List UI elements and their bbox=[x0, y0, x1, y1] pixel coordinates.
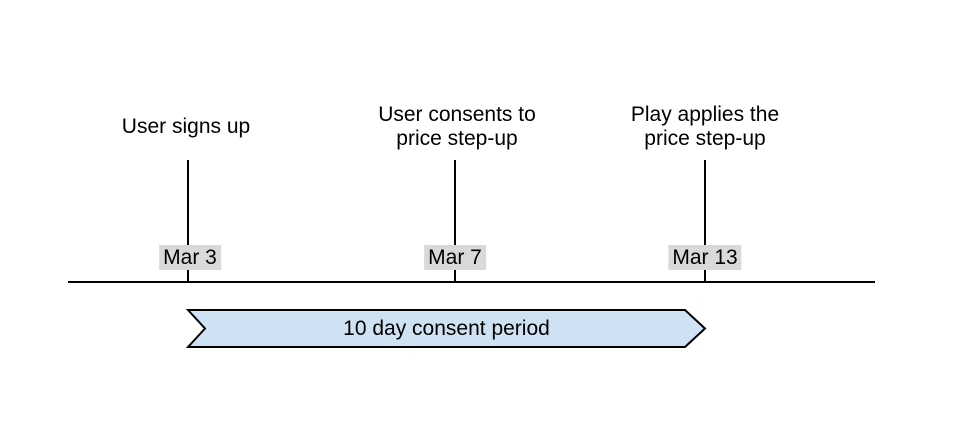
consent-period-banner-shape bbox=[186, 309, 707, 348]
event-label-user-signs-up: User signs up bbox=[121, 115, 251, 138]
event-tick-mar13 bbox=[704, 160, 706, 282]
event-label-play-applies: Play applies the price step-up bbox=[630, 103, 780, 150]
date-badge-mar13: Mar 13 bbox=[668, 245, 742, 270]
event-tick-mar7 bbox=[454, 160, 456, 282]
event-label-user-consents: User consents to price step-up bbox=[378, 103, 536, 150]
date-badge-mar7: Mar 7 bbox=[424, 245, 486, 270]
timeline-axis-line bbox=[68, 281, 875, 283]
event-tick-mar3 bbox=[187, 160, 189, 282]
date-badge-mar3: Mar 3 bbox=[159, 245, 221, 270]
consent-period-banner-label: 10 day consent period bbox=[343, 316, 550, 340]
